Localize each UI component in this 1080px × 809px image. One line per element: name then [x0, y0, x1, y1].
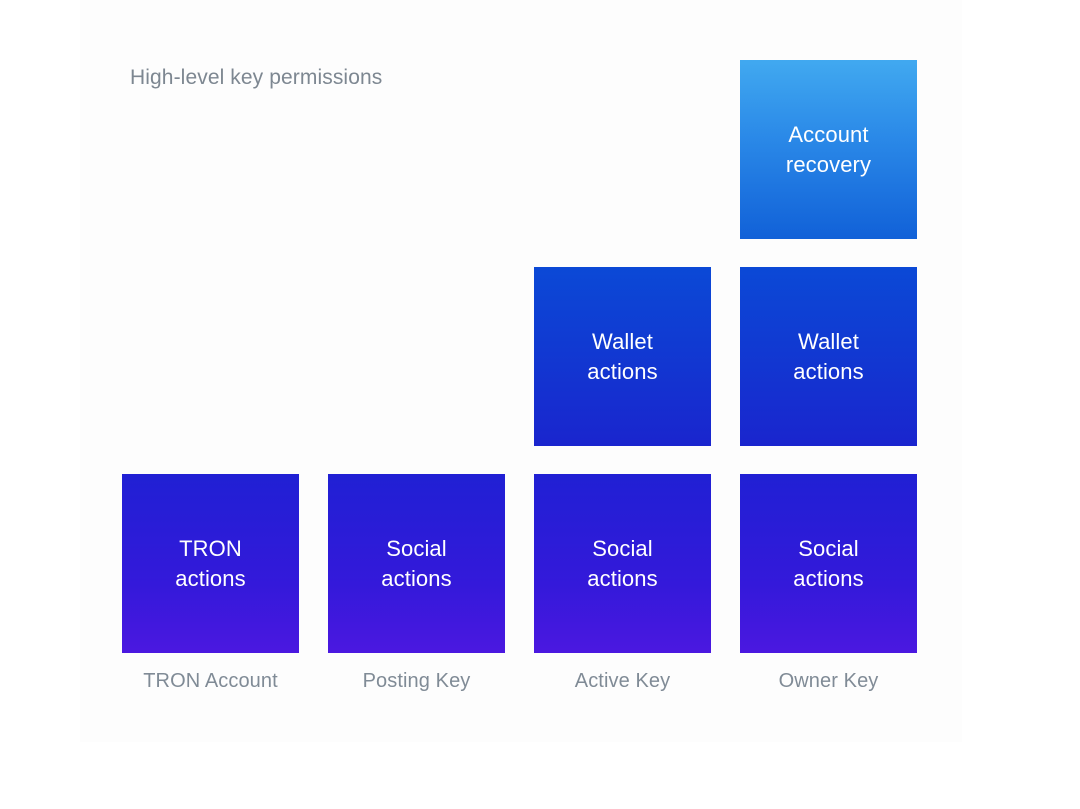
column-label-active-key: Active Key [574, 670, 671, 692]
cell-owner-key-account-recovery: Account recovery [740, 60, 917, 239]
cell-tron-account-actions: TRON actions [122, 474, 299, 653]
column-label-posting-key: Posting Key [362, 670, 471, 692]
column-label-tron-account: TRON Account [143, 670, 278, 692]
page-title: High-level key permissions [130, 66, 383, 89]
cell-active-key-wallet-actions: Wallet actions [534, 267, 711, 446]
cell-active-key-social-actions: Social actions [534, 474, 711, 653]
cell-owner-key-wallet-actions: Wallet actions [740, 267, 917, 446]
cell-owner-key-social-actions: Social actions [740, 474, 917, 653]
column-label-owner-key: Owner Key [778, 670, 879, 692]
cell-posting-key-social-actions: Social actions [328, 474, 505, 653]
